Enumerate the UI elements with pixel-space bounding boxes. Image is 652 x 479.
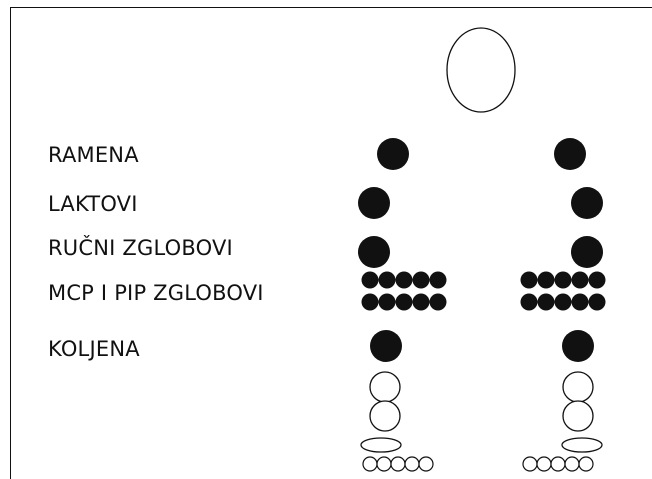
label-wrists: RUČNI ZGLOBOVI: [48, 236, 233, 260]
left-mcp-joints: [361, 271, 447, 289]
right-knee-joint: [562, 330, 594, 362]
left-ankle-joint: [360, 437, 402, 453]
left-lower-leg-joint-2: [369, 400, 401, 432]
right-toe-joints: [522, 456, 594, 472]
right-ankle-joint: [561, 437, 603, 453]
left-pip-joints: [361, 293, 447, 311]
label-knees: KOLJENA: [48, 337, 140, 361]
right-wrist-joint: [571, 236, 603, 268]
right-shoulder-joint: [554, 138, 586, 170]
left-lower-leg-joint-1: [369, 371, 401, 403]
head-circle: [446, 27, 516, 113]
left-elbow-joint: [358, 187, 390, 219]
right-mcp-joints: [520, 271, 606, 289]
right-pip-joints: [520, 293, 606, 311]
label-mcp-pip: MCP I PIP ZGLOBOVI: [48, 281, 264, 305]
left-shoulder-joint: [377, 138, 409, 170]
left-knee-joint: [370, 330, 402, 362]
right-elbow-joint: [571, 187, 603, 219]
label-elbows: LAKTOVI: [48, 192, 138, 216]
left-wrist-joint: [358, 236, 390, 268]
right-lower-leg-joint-1: [562, 371, 594, 403]
left-toe-joints: [362, 456, 434, 472]
right-lower-leg-joint-2: [562, 400, 594, 432]
label-shoulders: RAMENA: [48, 143, 139, 167]
